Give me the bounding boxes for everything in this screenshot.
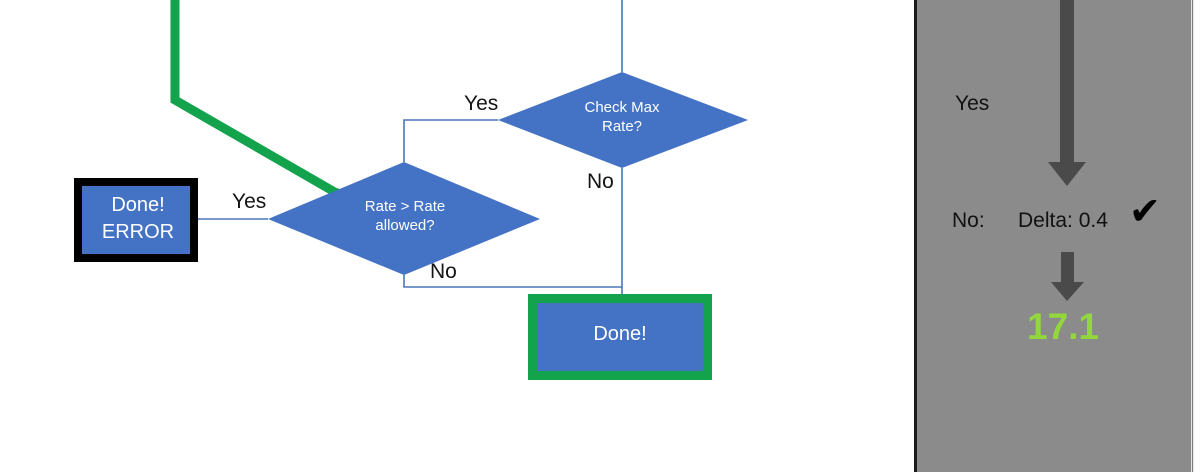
node-check-max-rate[interactable] xyxy=(498,72,748,168)
annotation-panel: Yes No: Delta: 0.4 ✔ 17.1 xyxy=(914,0,1194,472)
panel-no-label: No: xyxy=(952,209,985,232)
edge-label-yes-to-maxrate: Yes xyxy=(464,92,499,115)
panel-arrow-bottom xyxy=(1051,252,1084,301)
panel-arrow-top xyxy=(1048,0,1086,186)
edge-label-no-from-maxrate: No xyxy=(587,170,614,193)
panel-branch-label: Yes xyxy=(955,92,990,115)
connector-rate-no-to-done xyxy=(403,275,622,288)
edge-label-yes-to-error: Yes xyxy=(232,190,267,213)
edge-label-no-from-rate: No xyxy=(430,260,457,283)
node-done-error[interactable] xyxy=(82,186,190,254)
node-done[interactable] xyxy=(537,303,703,371)
panel-graphics xyxy=(1048,0,1194,472)
connector-maxrate-yes-to-rate xyxy=(403,119,498,162)
node-rate-check[interactable] xyxy=(268,162,540,275)
check-mark-icon: ✔ xyxy=(1129,191,1161,233)
panel-result-value: 17.1 xyxy=(1027,306,1100,347)
highlight-path-green xyxy=(170,0,348,202)
panel-delta-value: Delta: 0.4 xyxy=(1018,209,1108,232)
